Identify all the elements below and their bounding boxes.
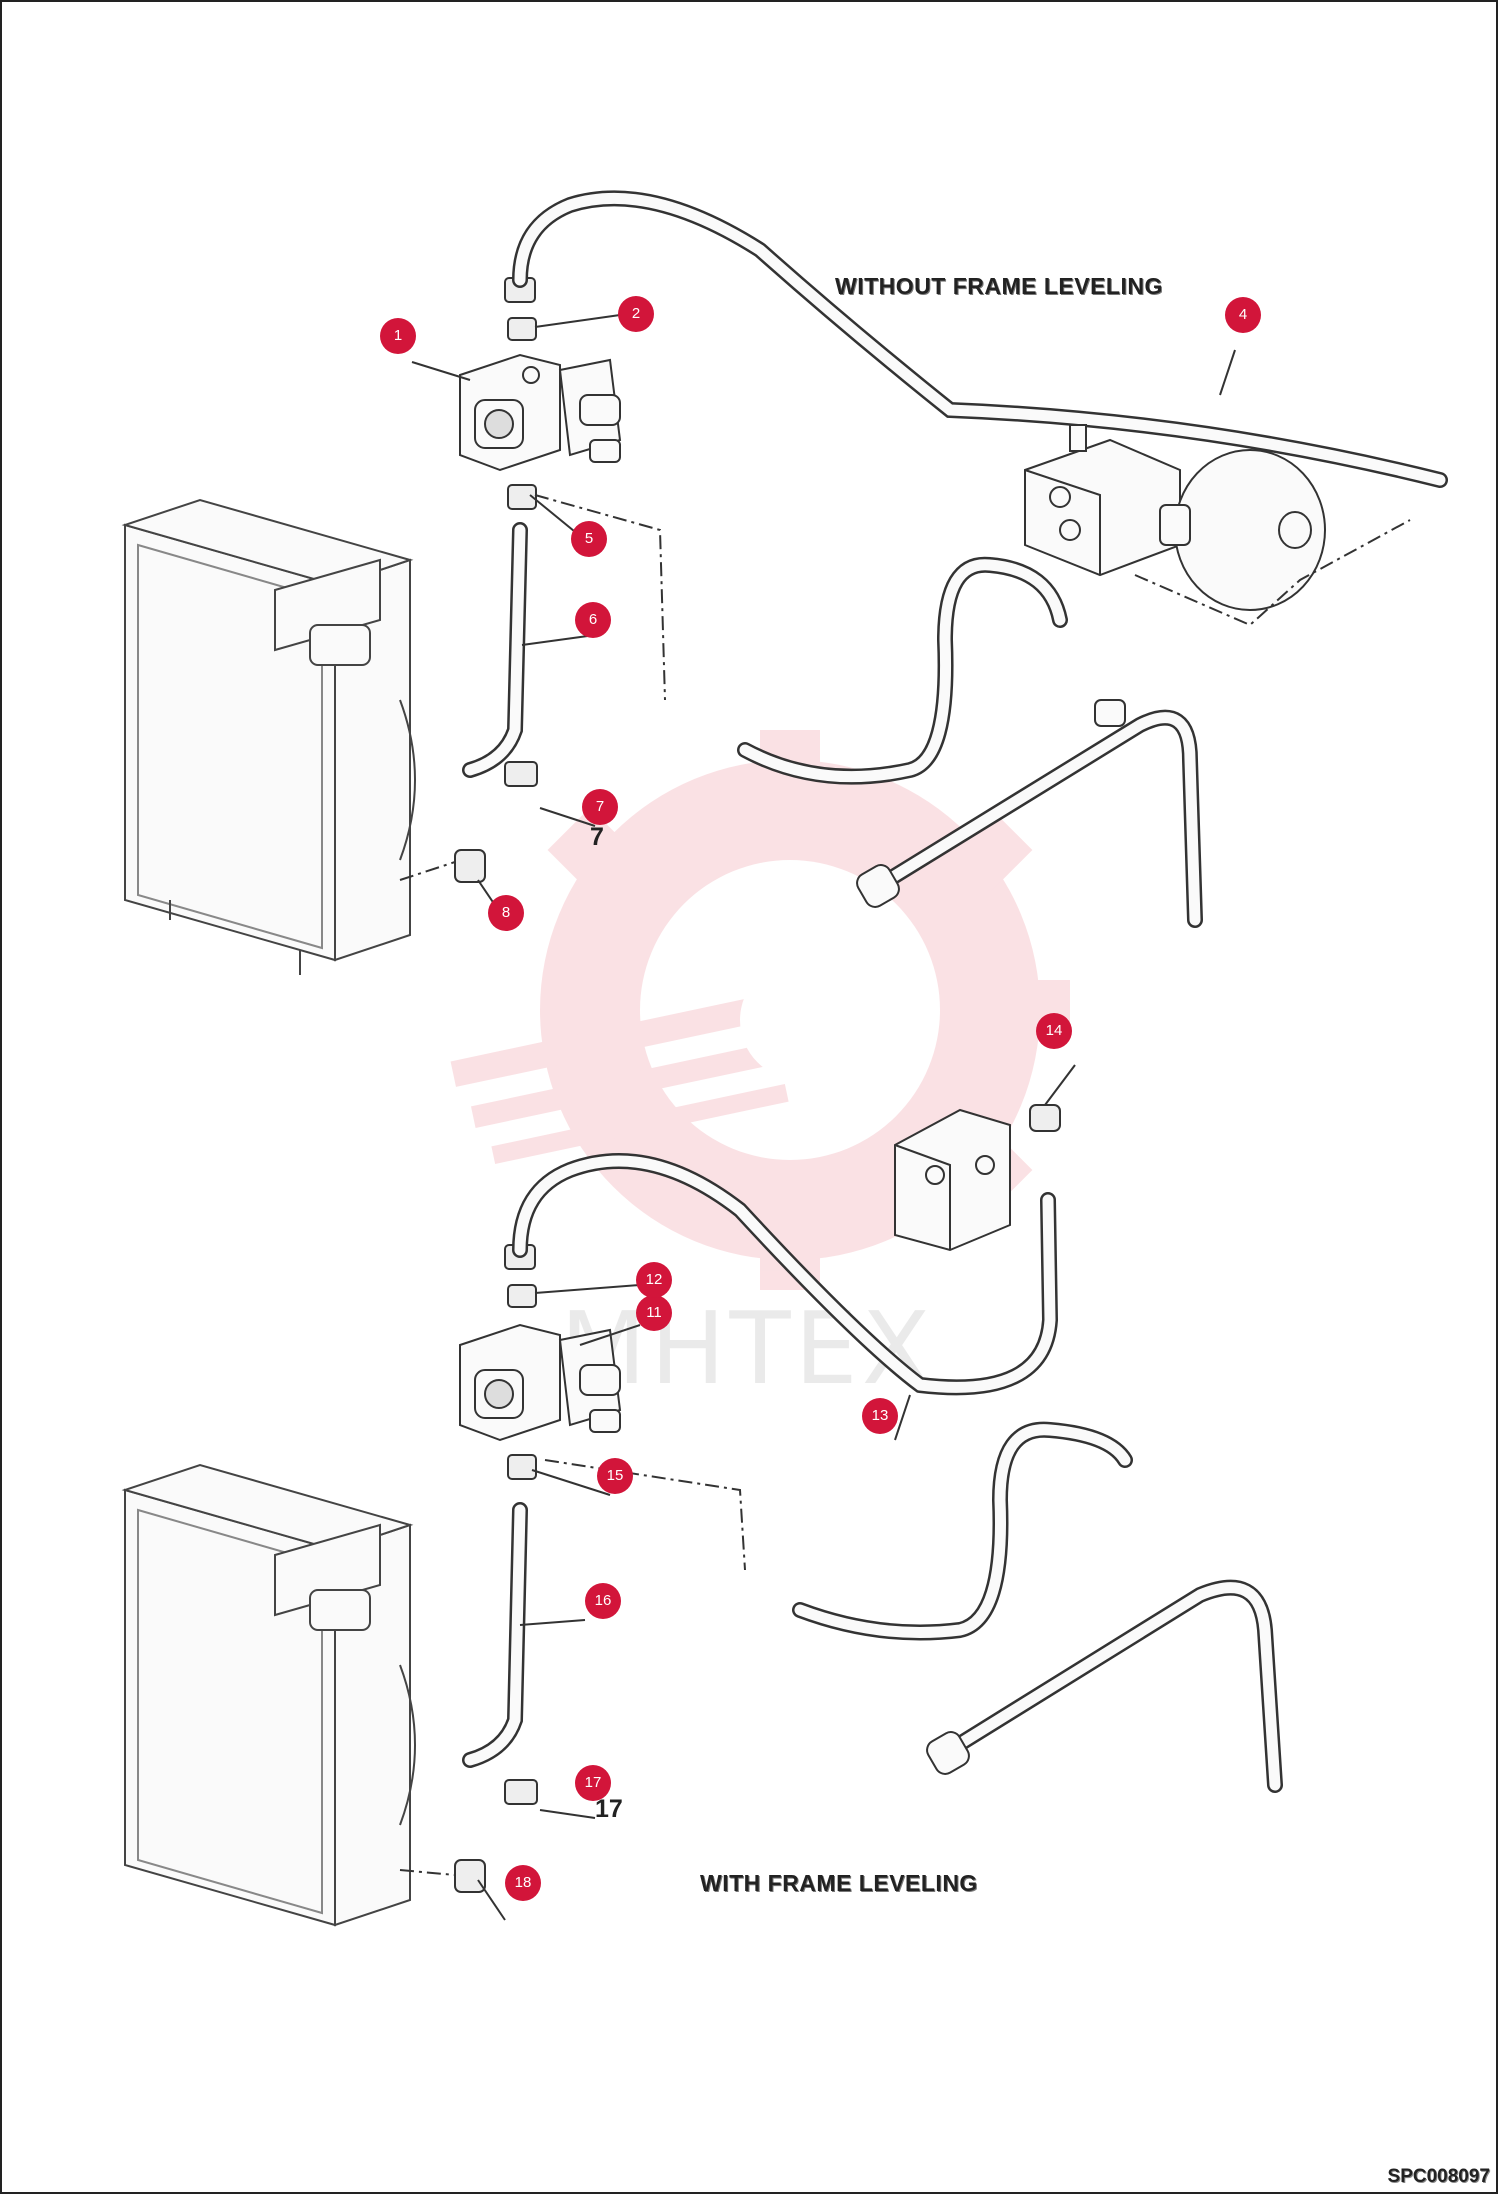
manifold-tube-bottom [926,1731,970,1775]
callout-part-12[interactable]: 12 [636,1262,672,1298]
manifold-tube-top [856,699,1126,908]
pump-bottom [459,1323,622,1442]
hoses-bottom-inner [464,1155,1281,1791]
callout-part-16[interactable]: 16 [585,1583,621,1619]
callout-part-2[interactable]: 2 [618,296,654,332]
pump-top [459,353,622,472]
radiator-bottom [121,1463,416,1927]
radiator-top [121,498,416,975]
callout-part-7[interactable]: 7 [582,789,618,825]
callout-part-1[interactable]: 1 [380,318,416,354]
callout-part-8[interactable]: 8 [488,895,524,931]
dashdot-lines-top [399,494,1411,881]
hoses-bottom [462,1153,1283,1793]
callout-part-13[interactable]: 13 [862,1398,898,1434]
drawing-code: SPC008097 [1387,2166,1490,2187]
dashdot-lines-bottom [399,1459,746,1876]
callout-part-4[interactable]: 4 [1225,297,1261,333]
callout-part-15[interactable]: 15 [597,1458,633,1494]
section-title-with-frame-leveling: WITH FRAME LEVELING [700,1870,978,1896]
valve-block-top [1024,424,1326,611]
callout-part-5[interactable]: 5 [571,521,607,557]
valve-block-bottom [894,1108,1011,1252]
hoses-top-inner [464,192,1446,926]
callout-part-14[interactable]: 14 [1036,1013,1072,1049]
part-number-label-7: 7 [590,823,604,851]
callout-part-11[interactable]: 11 [636,1295,672,1331]
callout-part-6[interactable]: 6 [575,602,611,638]
section-title-without-frame-leveling: WITHOUT FRAME LEVELING [835,273,1163,299]
callout-part-17[interactable]: 17 [575,1765,611,1801]
leader-lines-bottom [477,1064,1076,1921]
callout-part-18[interactable]: 18 [505,1865,541,1901]
